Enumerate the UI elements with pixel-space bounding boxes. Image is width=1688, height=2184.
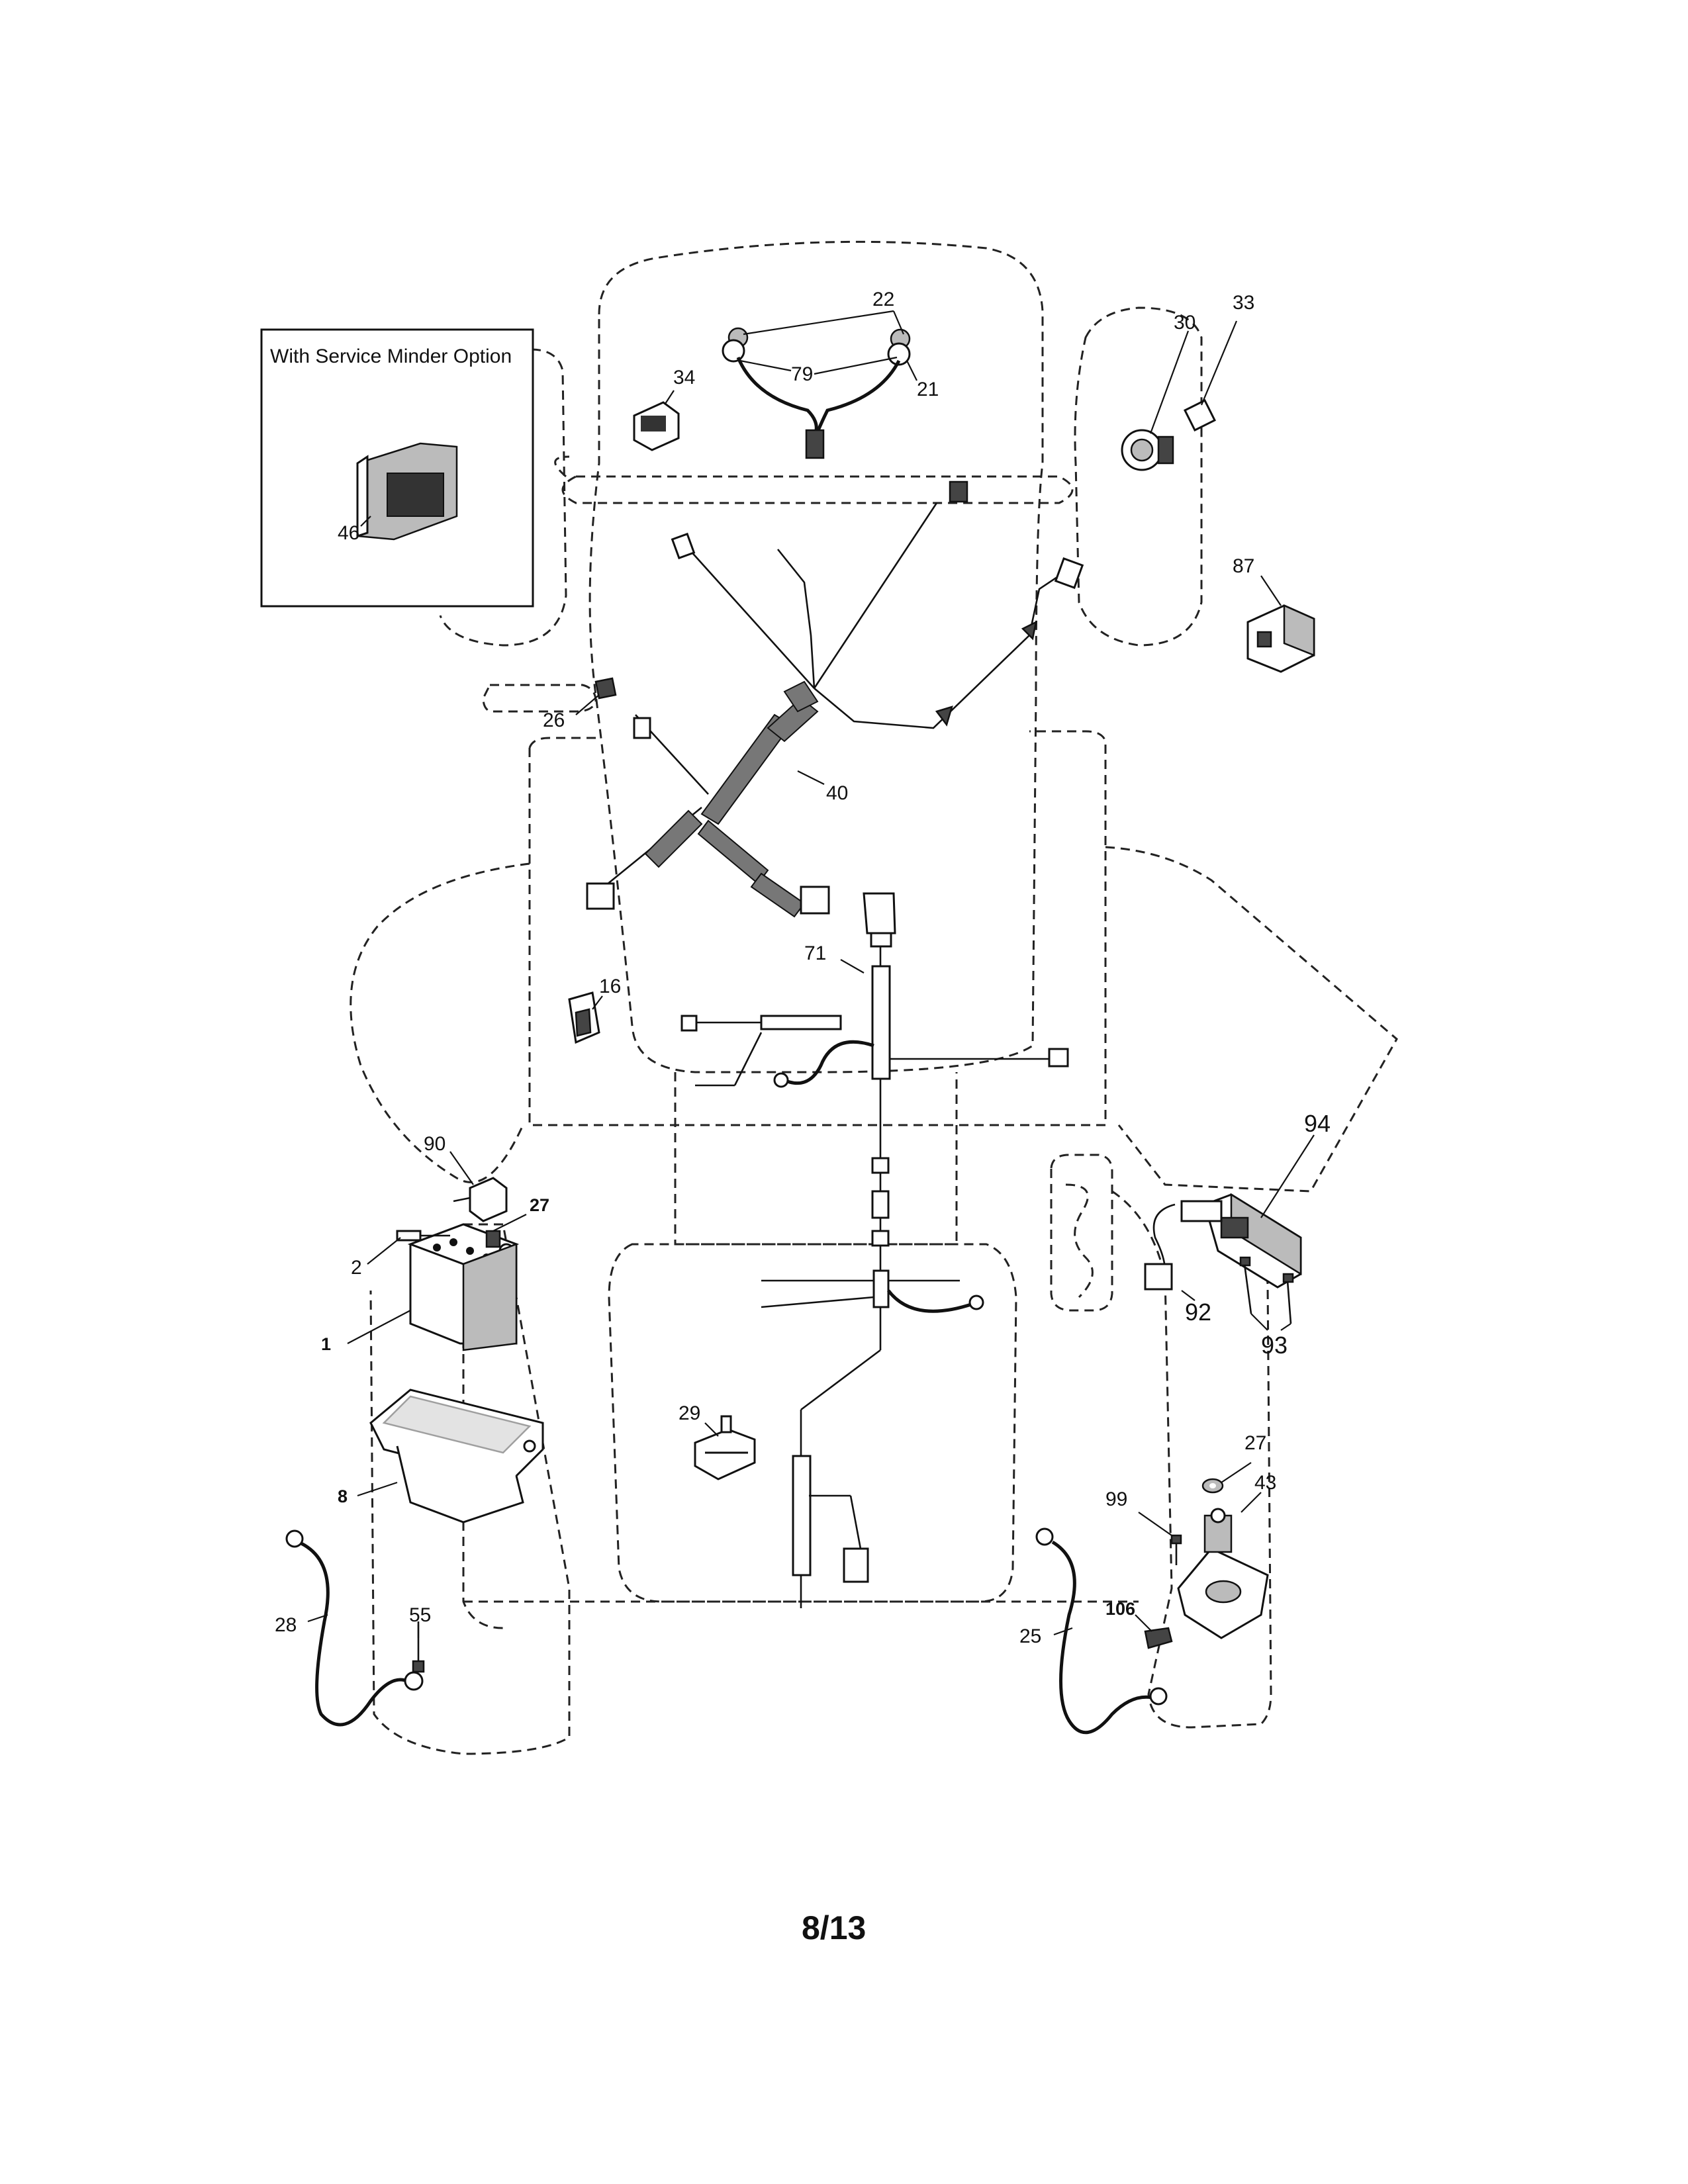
ignition-switch-30-part bbox=[1121, 429, 1174, 471]
callout-87: 87 bbox=[1233, 555, 1254, 577]
callout-27-top: 27 bbox=[530, 1195, 549, 1215]
washer-27-part bbox=[1201, 1478, 1224, 1494]
callout-43: 43 bbox=[1254, 1472, 1276, 1494]
callout-34: 34 bbox=[673, 367, 695, 388]
battery-1-part bbox=[407, 1223, 520, 1351]
callout-28: 28 bbox=[275, 1614, 297, 1636]
callout-92: 92 bbox=[1185, 1298, 1211, 1326]
callout-30: 30 bbox=[1174, 312, 1196, 334]
nut-27-part bbox=[485, 1230, 501, 1248]
callout-106: 106 bbox=[1105, 1599, 1135, 1619]
part-90 bbox=[453, 1177, 508, 1222]
callout-99: 99 bbox=[1105, 1488, 1127, 1510]
headlight-harness-part bbox=[722, 327, 911, 459]
callout-55: 55 bbox=[409, 1604, 431, 1626]
callout-40: 40 bbox=[826, 782, 848, 804]
service-minder-inset: With Service Minder Option 46 bbox=[260, 328, 534, 608]
clip-26-part bbox=[594, 677, 617, 700]
module-94-part bbox=[1203, 1193, 1302, 1289]
callout-16: 16 bbox=[599, 976, 621, 997]
part-29 bbox=[694, 1415, 756, 1480]
page-number: 8/13 bbox=[802, 1909, 866, 1946]
service-minder-display-part bbox=[356, 442, 458, 541]
battery-tray-8-part bbox=[369, 1388, 544, 1524]
callout-71: 71 bbox=[804, 942, 826, 964]
part-16 bbox=[568, 991, 600, 1044]
inset-title: With Service Minder Option bbox=[270, 345, 512, 367]
cable-25-part bbox=[1035, 1527, 1168, 1735]
key-33-part bbox=[1183, 398, 1217, 432]
callout-25: 25 bbox=[1019, 1625, 1041, 1647]
harness-71-part bbox=[680, 892, 1069, 1608]
callout-22: 22 bbox=[872, 289, 894, 310]
callout-8: 8 bbox=[338, 1486, 348, 1506]
callout-29: 29 bbox=[679, 1402, 700, 1424]
callout-93: 93 bbox=[1261, 1332, 1288, 1359]
callout-2: 2 bbox=[351, 1257, 362, 1279]
callout-90: 90 bbox=[424, 1133, 445, 1155]
callout-1: 1 bbox=[321, 1334, 331, 1354]
callout-26: 26 bbox=[543, 709, 565, 731]
callout-46: 46 bbox=[338, 522, 359, 544]
relay-87-part bbox=[1246, 604, 1315, 673]
cable-28-part bbox=[285, 1529, 424, 1727]
callout-33: 33 bbox=[1233, 292, 1254, 314]
harness-92-part bbox=[1144, 1200, 1223, 1291]
clip-106-part bbox=[1144, 1627, 1173, 1649]
bolt-2-part bbox=[396, 1230, 450, 1242]
switch-34-part bbox=[633, 401, 680, 451]
callout-21: 21 bbox=[917, 379, 939, 400]
callout-94: 94 bbox=[1304, 1110, 1331, 1137]
main-harness-40-part bbox=[586, 480, 1084, 918]
bolt-99-part bbox=[1170, 1534, 1182, 1565]
screws-93-part bbox=[1239, 1256, 1294, 1324]
solenoid-43-part bbox=[1177, 1508, 1269, 1639]
tractor-outline bbox=[350, 240, 1398, 1755]
callout-79: 79 bbox=[791, 363, 813, 385]
callout-27-right: 27 bbox=[1244, 1432, 1266, 1454]
